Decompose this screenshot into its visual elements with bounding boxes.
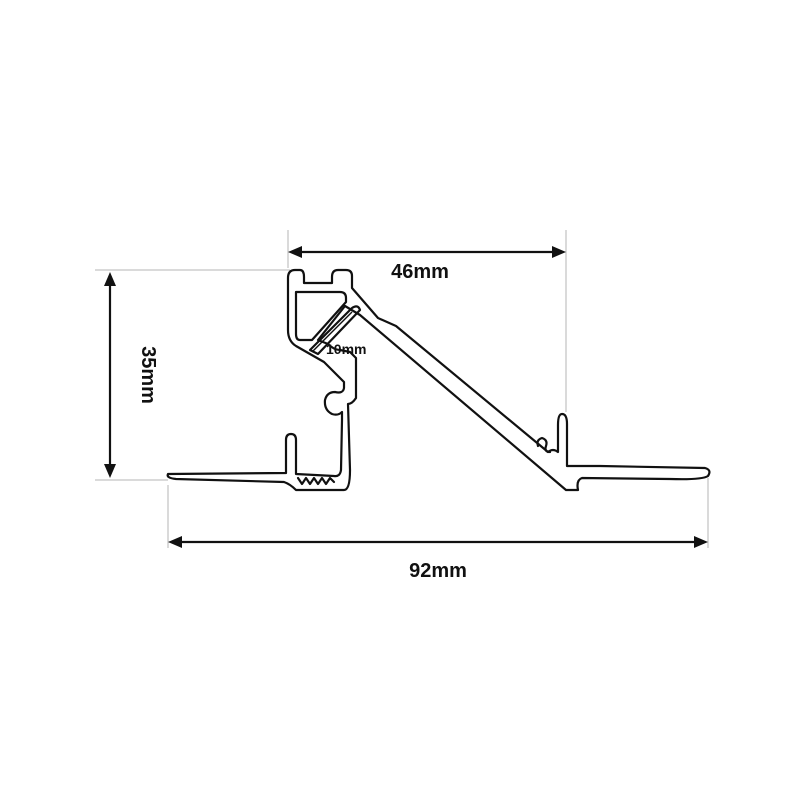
dimension-channel — [311, 311, 353, 353]
label-channel: 10mm — [326, 341, 366, 357]
label-height: 35mm — [137, 346, 159, 404]
label-total-width: 92mm — [409, 560, 467, 582]
dimension-height — [104, 272, 116, 478]
dimension-top-width — [288, 246, 566, 258]
profile-outline — [166, 268, 711, 492]
dimension-total-width — [168, 536, 708, 548]
extension-lines — [95, 230, 709, 548]
label-top-width: 46mm — [391, 261, 449, 283]
